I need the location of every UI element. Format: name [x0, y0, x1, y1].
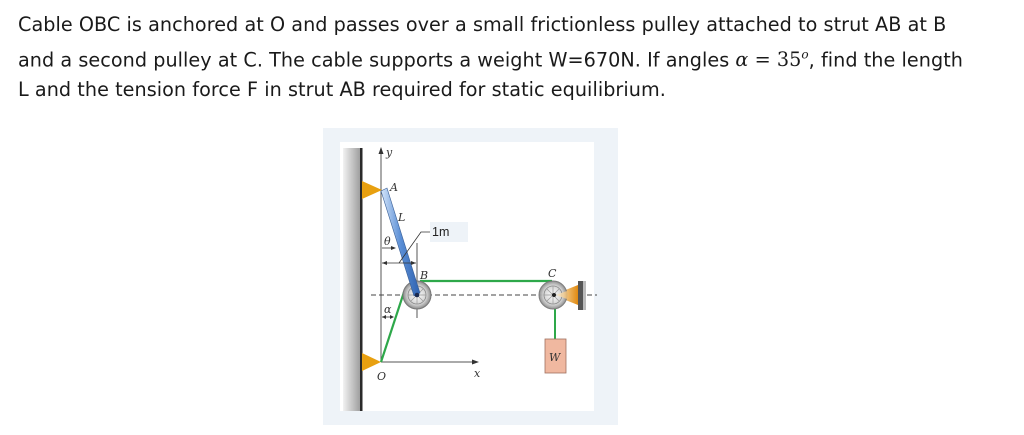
theta-label: θ — [384, 235, 391, 248]
dimension-label: 1m — [432, 225, 449, 239]
cable-OB — [379, 291, 406, 363]
alpha-symbol: α — [735, 48, 749, 72]
equals-sign: = — [748, 48, 777, 72]
problem-line-2-tail: , find the length — [808, 48, 963, 72]
problem-line-1: Cable OBC is anchored at O and passes ov… — [18, 13, 947, 36]
support-A-triangle — [362, 181, 382, 199]
wall — [343, 148, 363, 411]
x-axis: x — [381, 359, 481, 380]
problem-line-3: L and the tension force F in strut AB re… — [18, 78, 666, 102]
y-axis: y — [378, 146, 393, 362]
x-axis-label: x — [474, 367, 481, 380]
point-O-label: O — [377, 370, 386, 383]
theta-indicator: θ — [382, 235, 396, 250]
strut-AB — [380, 187, 421, 298]
pulley-C — [538, 280, 586, 310]
alpha-label: α — [384, 303, 392, 316]
problem-line-2: and a second pulley at C. The cable supp… — [18, 40, 1018, 75]
dimension-1m: 1m — [382, 222, 468, 265]
alpha-indicator: α — [382, 303, 394, 319]
length-L-label: L — [397, 211, 405, 224]
point-C-label: C — [548, 267, 557, 280]
weight-label: W — [549, 351, 562, 364]
point-A-label: A — [389, 181, 398, 194]
alpha-equation: α = 35o — [735, 48, 808, 71]
degree-superscript: o — [801, 48, 809, 62]
weight-W: W — [544, 338, 567, 374]
support-O-triangle — [362, 353, 381, 371]
y-axis-label: y — [385, 146, 393, 159]
problem-line-2-text: and a second pulley at C. The cable supp… — [18, 48, 736, 72]
problem-statement: Cable OBC is anchored at O and passes ov… — [18, 10, 1018, 105]
alpha-value: 35 — [776, 48, 802, 72]
point-B-label: B — [419, 269, 428, 282]
